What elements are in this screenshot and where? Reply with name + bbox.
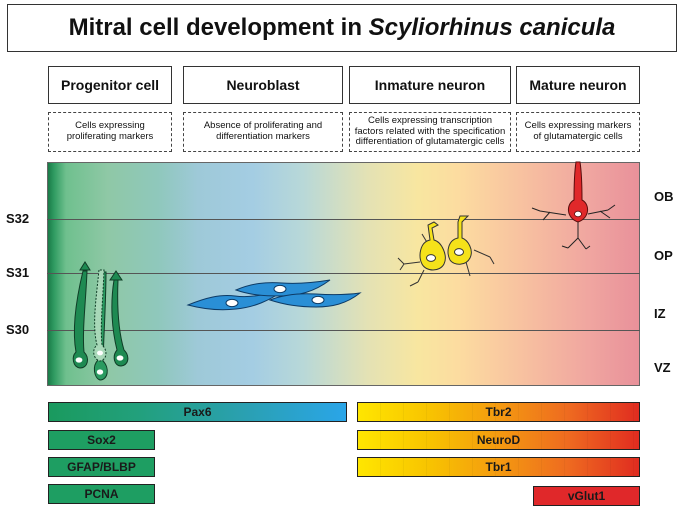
divider-ob-op [47, 219, 640, 220]
marker-bar-pax6: Pax6 [48, 402, 347, 422]
label-s32: S32 [6, 211, 30, 226]
development-gradient-panel [47, 162, 640, 386]
marker-bar-vglut1: vGlut1 [533, 486, 640, 506]
stage-immature: Inmature neuron [349, 66, 511, 104]
label-iz: IZ [654, 306, 666, 321]
desc-immature: Cells expressing transcription factors r… [349, 112, 511, 152]
label-op: OP [654, 248, 673, 263]
progenitor-cells [72, 261, 129, 381]
label-s31: S31 [6, 265, 30, 280]
immature-neurons [397, 221, 495, 287]
figure-title: Mitral cell development in Scyliorhinus … [7, 4, 677, 52]
title-species: Scyliorhinus canicula [368, 14, 616, 41]
neuroblast-cells [186, 279, 362, 311]
label-ob: OB [654, 189, 674, 204]
marker-bar-gfap-blbp: GFAP/BLBP [48, 457, 155, 477]
stage-progenitor: Progenitor cell [48, 66, 172, 104]
marker-bar-tbr2: Tbr2 [357, 402, 640, 422]
desc-mature: Cells expressing markers of glutamatergi… [516, 112, 640, 152]
marker-bar-sox2: Sox2 [48, 430, 155, 450]
stage-mature: Mature neuron [516, 66, 640, 104]
divider-op-iz [47, 273, 640, 274]
desc-neuroblast: Absence of proliferating and differentia… [183, 112, 343, 152]
label-s30: S30 [6, 322, 30, 337]
divider-iz-vz [47, 330, 640, 331]
label-vz: VZ [654, 360, 671, 375]
mature-neuron [531, 204, 616, 250]
stage-neuroblast: Neuroblast [183, 66, 343, 104]
marker-bar-tbr1: Tbr1 [357, 457, 640, 477]
mature-neuron-body [568, 161, 588, 223]
marker-bar-pcna: PCNA [48, 484, 155, 504]
desc-progenitor: Cells expressing proliferating markers [48, 112, 172, 152]
marker-bar-neurod: NeuroD [357, 430, 640, 450]
title-text: Mitral cell development in [68, 14, 362, 41]
